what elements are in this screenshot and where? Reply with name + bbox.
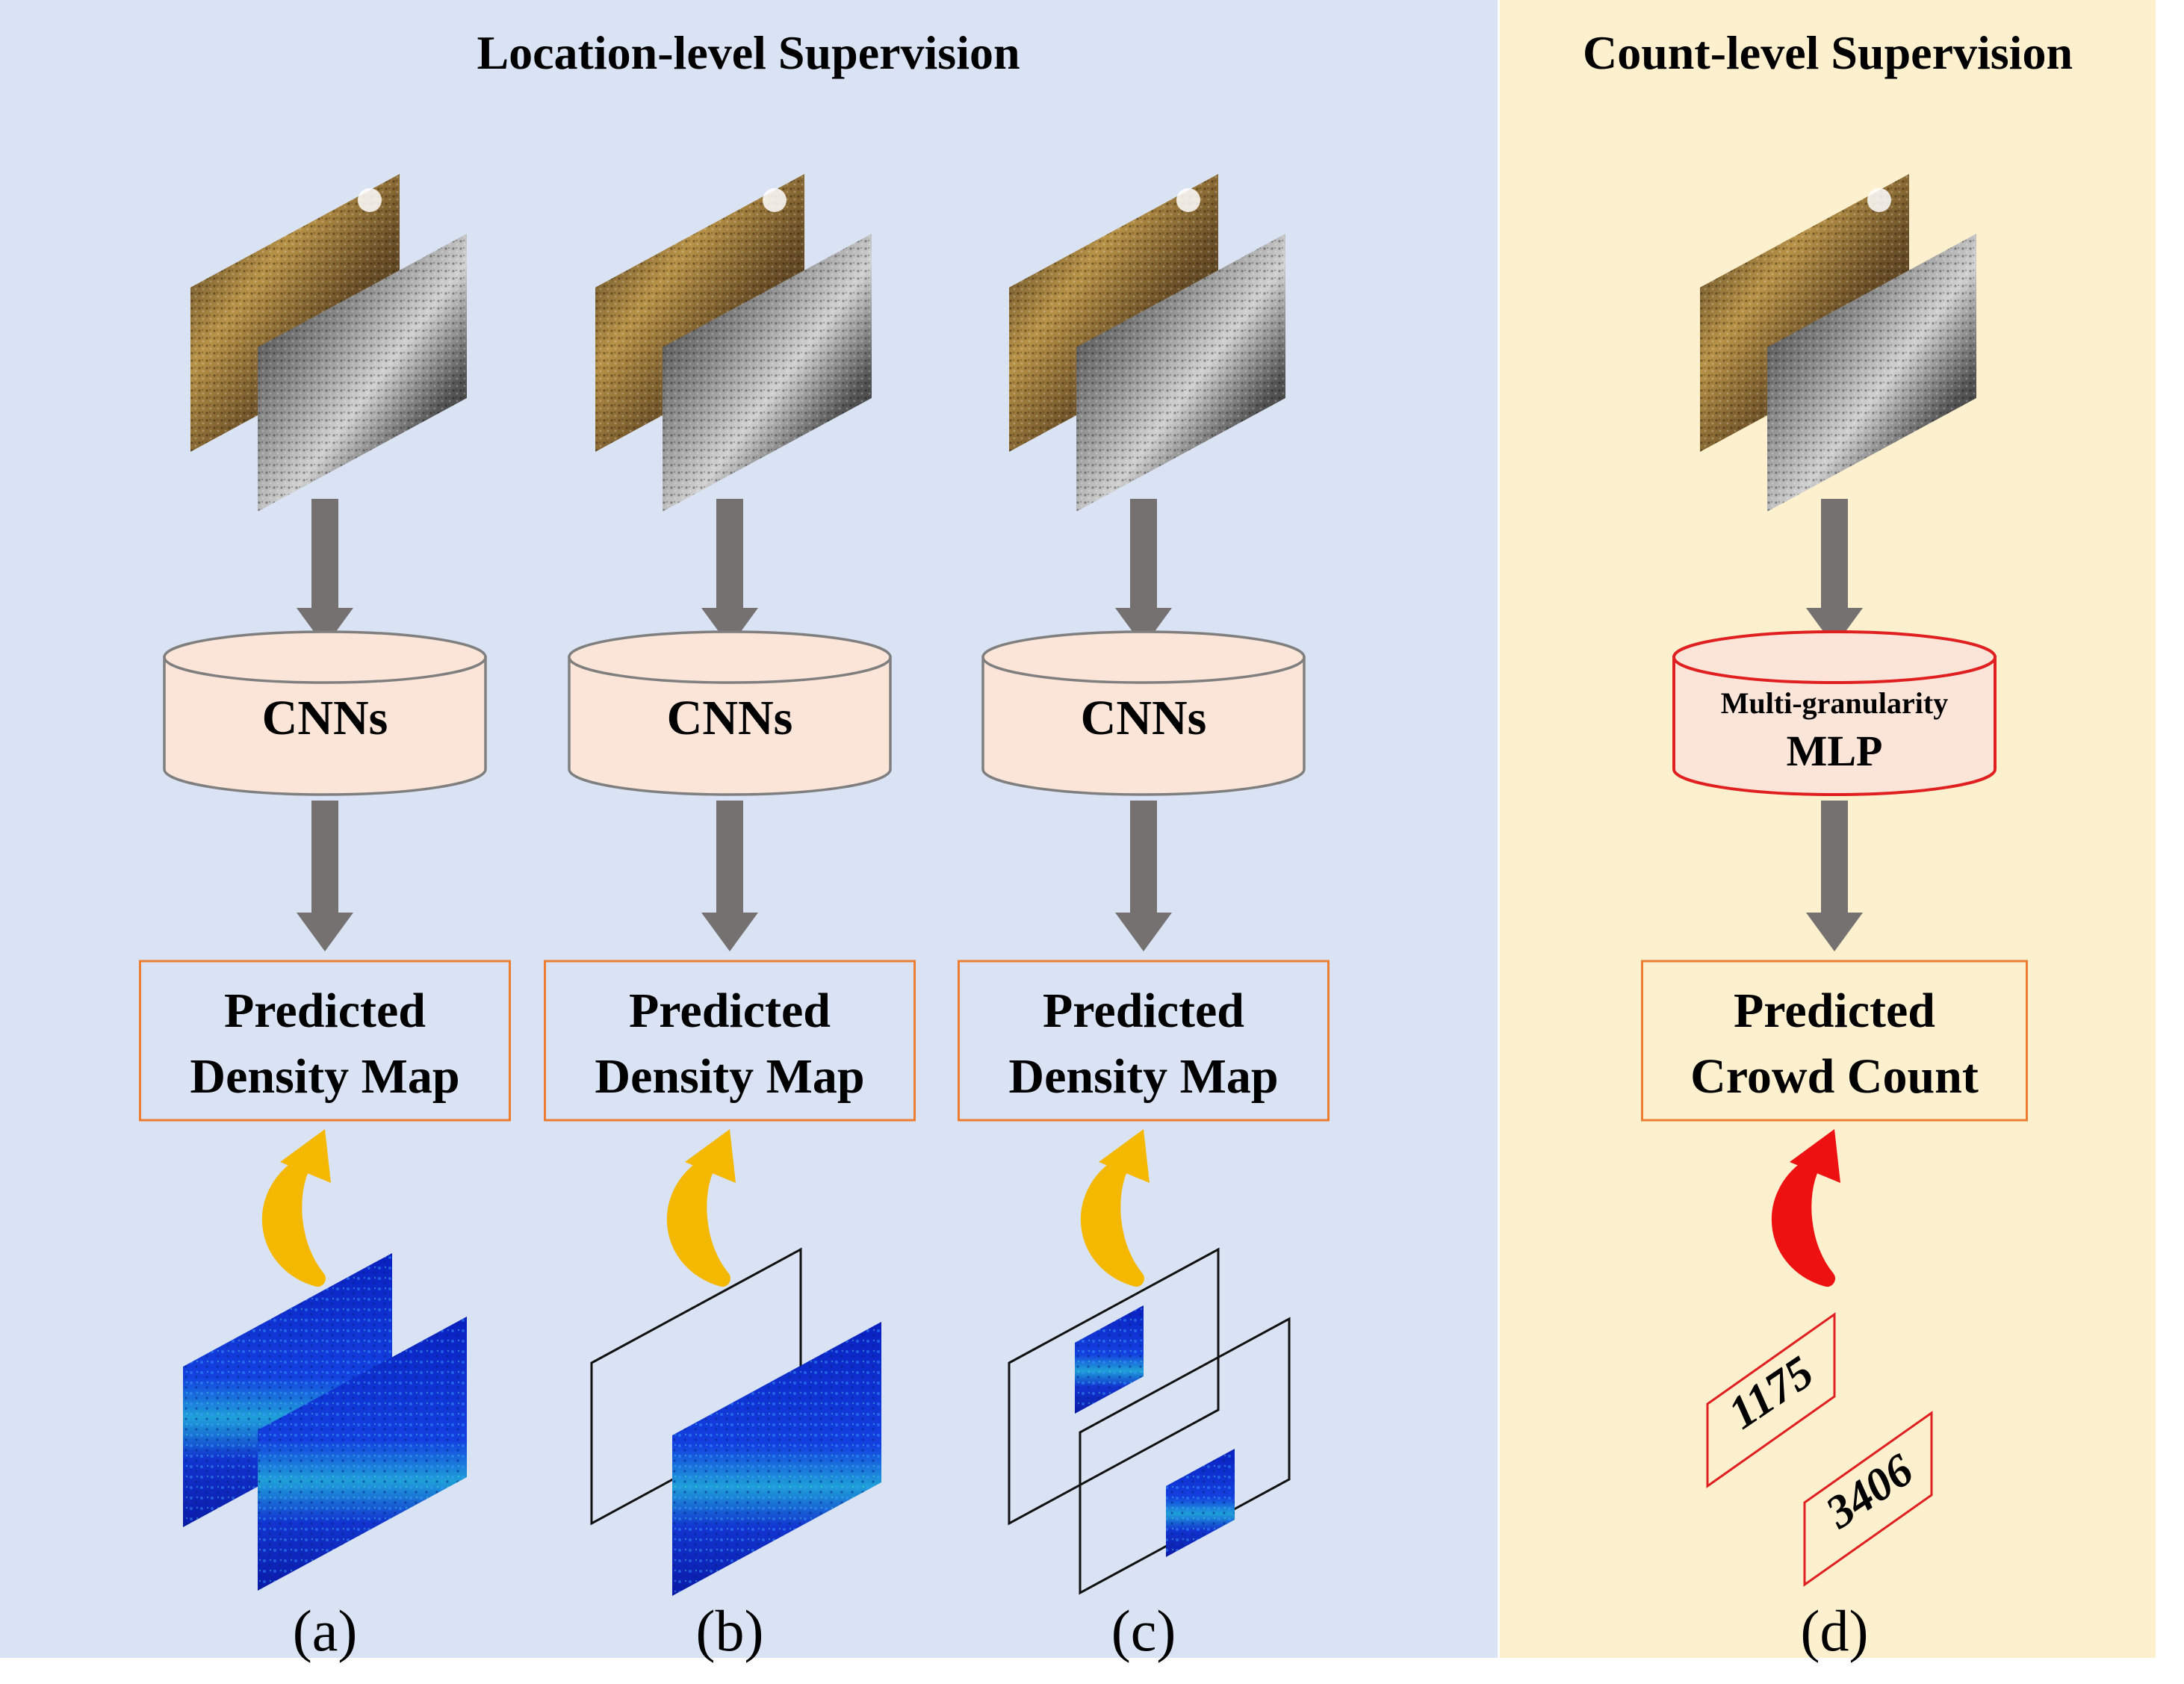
column-caption: (a): [293, 1598, 358, 1663]
flow-arrow-to-output: [1115, 801, 1172, 951]
flow-arrow-to-model: [1806, 499, 1863, 647]
output-line-2: Density Map: [1008, 1049, 1278, 1104]
cnn-label: CNNs: [667, 691, 793, 745]
flow-arrow-to-output: [1806, 801, 1863, 951]
thermal-crowd-image: [1076, 234, 1285, 512]
cnn-label: CNNs: [1081, 691, 1207, 745]
output-line-1: Predicted: [1734, 984, 1935, 1038]
flow-arrow-to-output: [701, 801, 758, 951]
count-panel-title: Count-level Supervision: [1583, 26, 2073, 79]
cnn-cylinder: CNNs: [981, 630, 1306, 796]
output-line-1: Predicted: [1043, 984, 1244, 1038]
flow-arrow-to-output: [297, 801, 353, 951]
cnn-cylinder: CNNs: [568, 630, 892, 796]
rgb-crowd-image: [1700, 174, 1909, 452]
output-line-1: Predicted: [224, 984, 426, 1038]
supervision-arrow: [1080, 1129, 1150, 1287]
flow-arrow-to-model: [701, 499, 758, 647]
flow-arrow-to-model: [1115, 499, 1172, 647]
frame-thermal: [1079, 1317, 1291, 1595]
cnn-cylinder: CNNs: [163, 630, 487, 796]
mlp-label: MLP: [1787, 727, 1883, 775]
thermal-crowd-image: [1767, 234, 1976, 512]
density-patch-1: [1075, 1305, 1144, 1414]
thermal-crowd-image: [258, 234, 467, 512]
frame-rgb: [1008, 1247, 1220, 1526]
rgb-crowd-image: [1009, 174, 1218, 452]
density-map-thermal: [258, 1317, 467, 1591]
output-line-2: Density Map: [190, 1049, 459, 1104]
thermal-crowd-image: [663, 234, 872, 512]
rgb-crowd-image: [595, 174, 804, 452]
output-line-2: Density Map: [595, 1049, 864, 1104]
density-map-rgb: [183, 1253, 392, 1527]
supervision-arrow: [666, 1129, 736, 1287]
supervision-arrow: [261, 1129, 331, 1287]
column-caption: (c): [1111, 1598, 1176, 1663]
rgb-crowd-image: [190, 174, 400, 452]
supervision-arrow: [1771, 1129, 1840, 1287]
column-caption: (d): [1801, 1598, 1869, 1663]
density-map-thermal: [672, 1322, 881, 1596]
column-caption: (b): [696, 1598, 764, 1663]
cnn-label: CNNs: [262, 691, 388, 745]
output-line-1: Predicted: [629, 984, 831, 1038]
location-panel-title: Location-level Supervision: [477, 26, 1020, 79]
mlp-subtitle: Multi-granularity: [1721, 686, 1948, 720]
output-line-2: Crowd Count: [1690, 1049, 1979, 1104]
density-patch-2: [1166, 1449, 1235, 1557]
flow-arrow-to-model: [297, 499, 353, 647]
